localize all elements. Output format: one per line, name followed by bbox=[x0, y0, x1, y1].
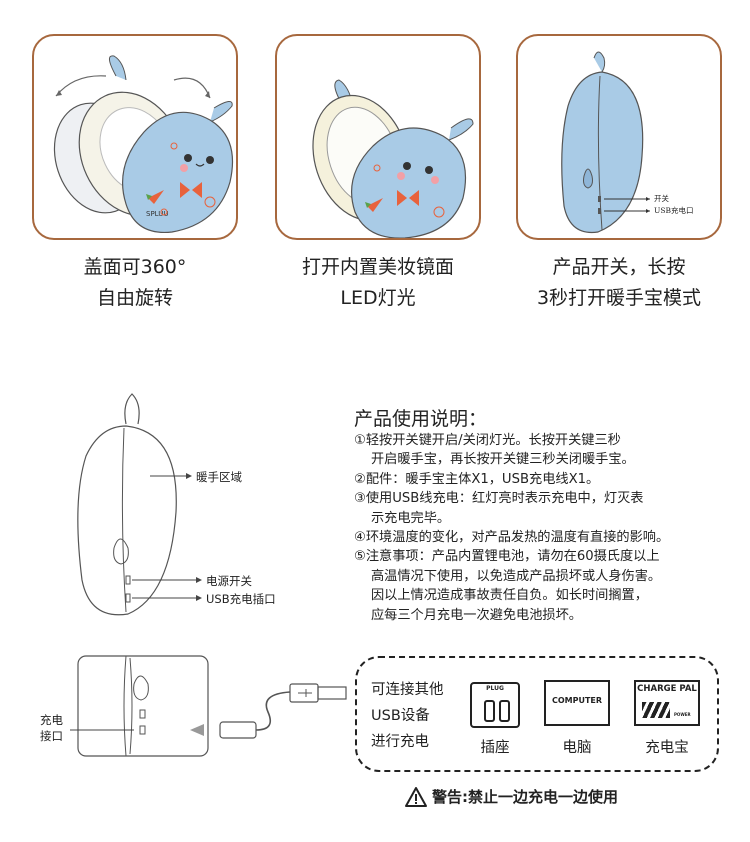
plug-icon: PLUG bbox=[470, 682, 520, 728]
charging-cable-diagram bbox=[70, 655, 347, 757]
switch-label: 开关 bbox=[654, 194, 669, 203]
feature-card-switch: 开关 USB充电口 bbox=[516, 34, 722, 240]
instruction-line: ⑤注意事项：产品内置锂电池，请勿在60摄氏度以上 bbox=[354, 549, 660, 565]
feature-card-rotate: SPLUU bbox=[32, 34, 238, 240]
instructions-list: ①轻按开关键开启/关闭灯光。长按开关键三秒 开启暖手宝，再长按开关键三秒关闭暖手… bbox=[354, 431, 744, 625]
instructions-title: 产品使用说明： bbox=[354, 408, 488, 430]
instruction-line: 应每三个月充电一次避免电池损坏。 bbox=[371, 607, 582, 623]
device-label-socket: 插座 bbox=[480, 740, 510, 756]
feature-caption-switch: 产品开关，长按 3秒打开暖手宝模式 bbox=[536, 256, 702, 309]
device-label-powerbank: 充电宝 bbox=[645, 740, 689, 756]
power-bank-icon: CHARGE PAL POWER bbox=[634, 680, 700, 726]
charge-port-label: 充电 接口 bbox=[40, 713, 63, 743]
instruction-line: ①轻按开关键开启/关闭灯光。长按开关键三秒 bbox=[354, 433, 621, 448]
side-view-illustration bbox=[561, 51, 650, 234]
warning-icon bbox=[405, 787, 427, 807]
usb-charging-port-label: USB充电插口 bbox=[206, 592, 276, 606]
device-label-computer: 电脑 bbox=[562, 740, 592, 756]
mirror-illustration bbox=[312, 79, 474, 238]
feature-caption-mirror: 打开内置美妆镜面 LED灯光 bbox=[301, 256, 454, 309]
usb-port-label: USB充电口 bbox=[654, 206, 694, 215]
instruction-line: ②配件：暖手宝主体X1，USB充电线X1。 bbox=[354, 471, 600, 487]
usb-devices-box bbox=[355, 656, 719, 772]
instruction-line: ③使用USB线充电：红灯亮时表示充电中，灯灭表 bbox=[354, 491, 644, 507]
instruction-line: 开启暖手宝，再长按开关键三秒关闭暖手宝。 bbox=[371, 452, 635, 468]
usb-devices-text: 可连接其他 USB设备 进行充电 bbox=[371, 682, 444, 750]
brand-text: SPLUU bbox=[146, 210, 168, 218]
instruction-line: 因以上情况造成事故责任自负。如长时间搁置， bbox=[371, 588, 648, 604]
instruction-line: ④环境温度的变化，对产品发热的温度有直接的影响。 bbox=[354, 530, 670, 546]
instruction-line: 高温情况下使用，以免造成产品损坏或人身伤害。 bbox=[371, 568, 662, 584]
feature-caption-rotate: 盖面可360° 自由旋转 bbox=[83, 256, 187, 309]
feature-card-mirror bbox=[275, 34, 481, 240]
power-switch-label: 电源开关 bbox=[206, 574, 252, 588]
warning-text: 警告:禁止一边充电一边使用 bbox=[432, 788, 618, 806]
instruction-line: 示充电完毕。 bbox=[371, 510, 451, 526]
rotating-lid-illustration: SPLUU bbox=[53, 55, 234, 234]
computer-icon: COMPUTER bbox=[544, 680, 610, 726]
warm-area-label: 暖手区域 bbox=[196, 470, 242, 484]
product-outline-diagram bbox=[77, 393, 202, 616]
